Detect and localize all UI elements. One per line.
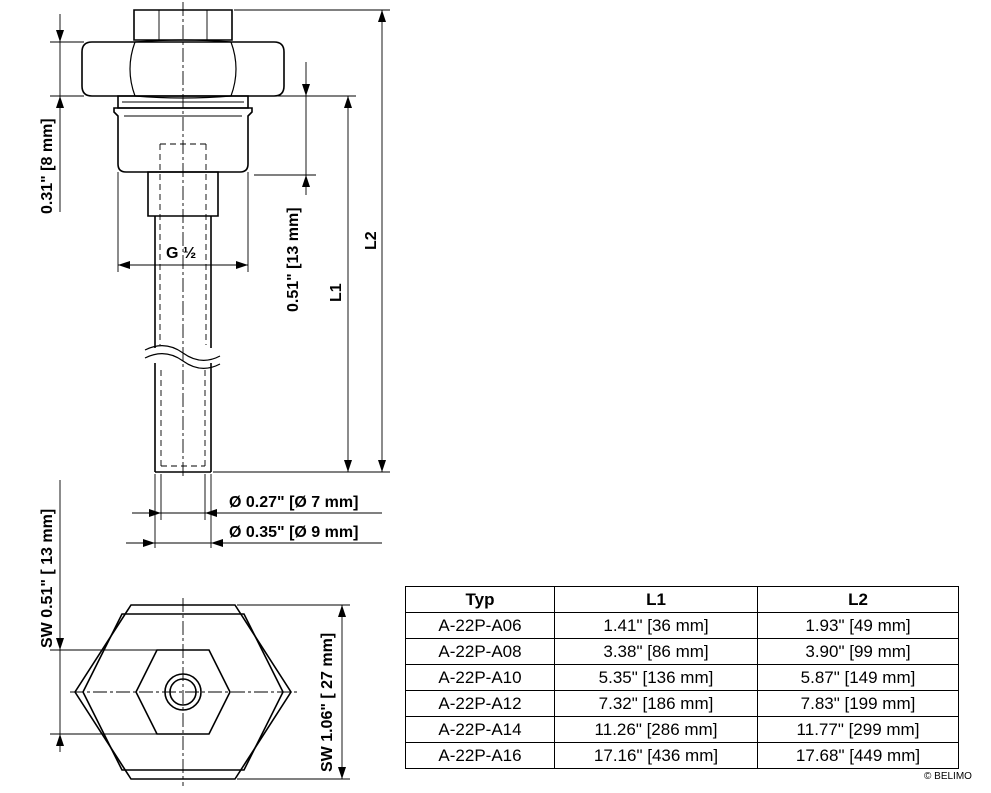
table-row: A-22P-A10 5.35" [136 mm] 5.87" [149 mm]: [405, 664, 959, 691]
label-dia-outer: Ø 0.35" [Ø 9 mm]: [229, 524, 358, 541]
label-dim-13mm: 0.51" [13 mm]: [285, 207, 302, 312]
cell-l1: 1.41" [36 mm]: [554, 612, 758, 639]
copyright-notice: © BELIMO: [924, 771, 972, 782]
table-row: A-22P-A12 7.32" [186 mm] 7.83" [199 mm]: [405, 690, 959, 717]
top-view: SW 0.51" [ 13 mm] SW 1.06" [ 27 mm]: [39, 480, 350, 786]
cell-typ: A-22P-A10: [405, 664, 555, 691]
cap-nut: [133, 9, 233, 41]
table-row: A-22P-A14 11.26" [286 mm] 11.77" [299 mm…: [405, 716, 959, 743]
dimension-table: Typ L1 L2 A-22P-A06 1.41" [36 mm] 1.93" …: [405, 586, 959, 769]
cell-l1: 7.32" [186 mm]: [554, 690, 758, 717]
table-row: A-22P-A08 3.38" [86 mm] 3.90" [99 mm]: [405, 638, 959, 665]
cell-l1: 3.38" [86 mm]: [554, 638, 758, 665]
cell-l2: 1.93" [49 mm]: [757, 612, 959, 639]
cell-l2: 7.83" [199 mm]: [757, 690, 959, 717]
body: [113, 107, 253, 173]
label-dim-8mm: 0.31" [8 mm]: [39, 118, 56, 214]
cell-l1: 11.26" [286 mm]: [554, 716, 758, 743]
cell-typ: A-22P-A06: [405, 612, 555, 639]
header-l1: L1: [554, 586, 758, 613]
table-row: A-22P-A16 17.16" [436 mm] 17.68" [449 mm…: [405, 742, 959, 769]
cell-l2: 5.87" [149 mm]: [757, 664, 959, 691]
header-l2: L2: [757, 586, 959, 613]
cell-typ: A-22P-A14: [405, 716, 555, 743]
neck: [147, 171, 219, 217]
table-row: A-22P-A06 1.41" [36 mm] 1.93" [49 mm]: [405, 612, 959, 639]
table-header-row: Typ L1 L2: [405, 586, 959, 613]
label-dia-inner: Ø 0.27" [Ø 7 mm]: [229, 494, 358, 511]
cell-l2: 11.77" [299 mm]: [757, 716, 959, 743]
cell-typ: A-22P-A08: [405, 638, 555, 665]
cell-l2: 3.90" [99 mm]: [757, 638, 959, 665]
cell-l2: 17.68" [449 mm]: [757, 742, 959, 769]
cell-l1: 17.16" [436 mm]: [554, 742, 758, 769]
label-sw-small: SW 0.51" [ 13 mm]: [39, 509, 56, 648]
label-sw-large: SW 1.06" [ 27 mm]: [319, 633, 336, 772]
break-line: [144, 345, 221, 361]
cell-l1: 5.35" [136 mm]: [554, 664, 758, 691]
side-view: G ½ 0.31" [8 mm] 0.51" [13 mm] L1 L2 Ø 0…: [39, 2, 390, 548]
label-thread: G ½: [166, 245, 196, 262]
label-l1: L1: [328, 283, 345, 302]
cell-typ: A-22P-A12: [405, 690, 555, 717]
cell-typ: A-22P-A16: [405, 742, 555, 769]
label-l2: L2: [363, 231, 380, 250]
header-typ: Typ: [405, 586, 555, 613]
